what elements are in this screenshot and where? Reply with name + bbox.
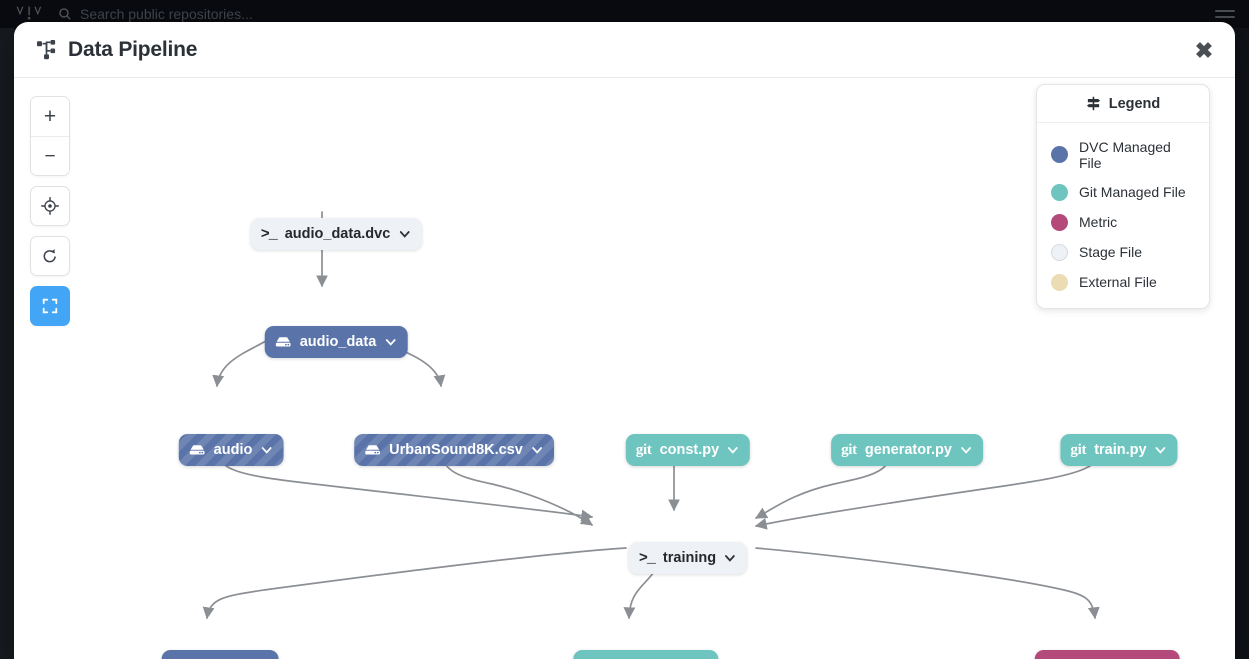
zoom-out-button[interactable]: − (31, 136, 69, 175)
node-urbansound8k-csv[interactable]: UrbanSound8K.csv (354, 434, 554, 466)
pipeline-canvas[interactable]: + − (14, 78, 1235, 659)
minus-icon: − (44, 145, 56, 167)
node-audio[interactable]: audio (178, 434, 284, 466)
terminal-prompt-icon: >_ (638, 549, 656, 567)
node-params-yml[interactable]: git params.yml (573, 650, 719, 659)
pipeline-graph-icon (36, 39, 58, 61)
legend-label: Stage File (1079, 244, 1143, 260)
legend-swatch-git (1051, 183, 1068, 201)
node-label: training (662, 549, 717, 566)
legend-item-external-file: External File (1037, 267, 1209, 297)
page-title: Data Pipeline (68, 37, 198, 61)
terminal-prompt-icon: >_ (260, 225, 278, 243)
node-label: const.py (659, 441, 720, 458)
node-generator-py[interactable]: git generator.py (831, 434, 983, 466)
legend-swatch-dvc (1051, 146, 1068, 163)
search-icon (59, 8, 71, 20)
legend-swatch-external (1051, 273, 1068, 291)
node-label: audio (213, 441, 253, 458)
git-icon: git (841, 441, 857, 458)
zoom-button-group: + − (30, 96, 70, 176)
chevron-down-icon[interactable] (531, 444, 543, 456)
node-label: train.py (1094, 441, 1147, 458)
chevron-down-icon[interactable] (384, 336, 396, 348)
background-search-box[interactable]: Search public repositories... (58, 6, 253, 22)
legend-title: Legend (1108, 95, 1161, 112)
node-audio_data-dvc[interactable]: >_ audio_data.dvc (250, 218, 422, 250)
legend-label: External File (1079, 274, 1157, 290)
background-search-placeholder: Search public repositories... (80, 6, 253, 22)
git-icon: git (635, 441, 652, 458)
plus-icon: + (43, 105, 57, 128)
legend-item-dvc-managed-file: DVC Managed File (1037, 132, 1209, 177)
signpost-icon (1086, 96, 1100, 111)
node-label: generator.py (864, 441, 952, 458)
node-label: UrbanSound8K.csv (389, 441, 523, 458)
edge-training-params_yml (623, 571, 655, 620)
reset-view-button[interactable] (30, 236, 70, 276)
undo-arrow-icon (43, 249, 56, 263)
center-view-button[interactable] (30, 186, 70, 226)
chevron-down-icon[interactable] (260, 444, 272, 456)
dvc-drive-icon (275, 334, 292, 351)
node-const-py[interactable]: git const.py (625, 434, 751, 466)
hamburger-menu-icon[interactable] (1215, 10, 1235, 18)
legend-swatch-stage (1051, 243, 1068, 261)
legend-label: DVC Managed File (1079, 138, 1171, 171)
chevron-down-icon[interactable] (1155, 444, 1167, 456)
edge-training-metrics_csv (755, 547, 1100, 620)
legend-label: Metric (1079, 214, 1118, 230)
iterative-logo-icon (14, 5, 48, 23)
git-icon: git (1070, 441, 1087, 458)
expand-corners-icon (42, 298, 58, 314)
pipeline-graph: >_ audio_data.dvc audio_data audio (14, 78, 1235, 659)
legend-label: Git Managed File (1079, 184, 1186, 200)
chevron-down-icon[interactable] (960, 444, 972, 456)
dvc-drive-icon (364, 442, 381, 459)
modal-title-wrap: Data Pipeline (36, 38, 197, 62)
node-training[interactable]: >_ training (628, 542, 748, 574)
chevron-down-icon[interactable] (398, 228, 410, 240)
node-metrics-csv[interactable]: git metrics.csv (1034, 650, 1180, 659)
modal-header: Data Pipeline ✖ (14, 22, 1235, 78)
legend-panel: Legend DVC Managed File Git Managed File… (1036, 84, 1210, 309)
legend-item-stage-file: Stage File (1037, 237, 1209, 267)
legend-items: DVC Managed File Git Managed File Metric… (1037, 123, 1209, 308)
node-models[interactable]: models (161, 650, 279, 659)
node-train-py[interactable]: git train.py (1060, 434, 1178, 466)
legend-swatch-metric (1051, 213, 1068, 231)
chevron-down-icon[interactable] (727, 444, 739, 456)
node-label: audio_data (299, 333, 377, 350)
zoom-in-button[interactable]: + (31, 97, 69, 136)
legend-header: Legend (1037, 85, 1209, 123)
legend-item-metric: Metric (1037, 207, 1209, 237)
data-pipeline-modal: Data Pipeline ✖ + − (14, 22, 1235, 659)
close-icon[interactable]: ✖ (1191, 38, 1217, 64)
canvas-toolbar: + − (30, 96, 70, 326)
legend-item-git-managed-file: Git Managed File (1037, 177, 1209, 207)
fullscreen-button[interactable] (30, 286, 70, 326)
background-sidebar-strip (0, 28, 14, 659)
node-audio_data[interactable]: audio_data (264, 326, 408, 358)
node-label: audio_data.dvc (284, 225, 391, 242)
dvc-drive-icon (189, 442, 206, 459)
chevron-down-icon[interactable] (724, 552, 736, 564)
edge-training-models (202, 547, 627, 620)
crosshair-target-icon (41, 197, 59, 215)
